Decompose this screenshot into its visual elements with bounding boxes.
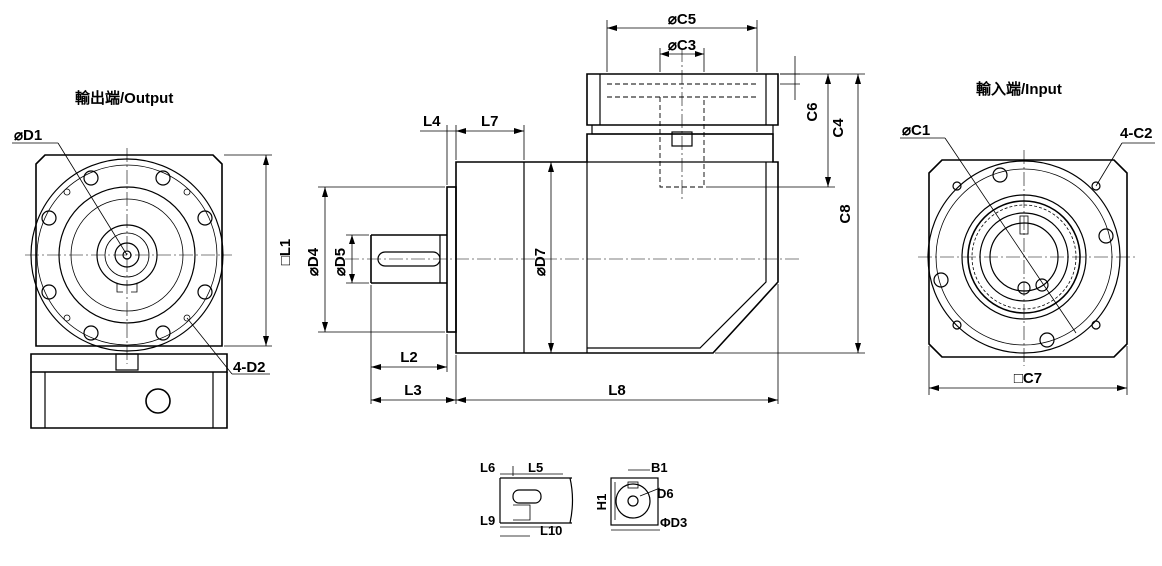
dim-l4: L4 [423, 113, 441, 130]
dim-l9: L9 [480, 513, 495, 528]
dim-l8: L8 [608, 382, 626, 399]
output-end-view: 輸出端/Output [12, 89, 294, 429]
output-flange-side [446, 186, 457, 333]
dim-c1: ⌀C1 [902, 122, 930, 139]
output-view-title: 輸出端/Output [75, 89, 173, 107]
input-view-title: 輸入端/Input [976, 80, 1062, 98]
dim-c4: C4 [830, 118, 847, 138]
input-adapter-top [586, 73, 779, 126]
dim-c6: C6 [804, 102, 821, 121]
dim-d2: 4-D2 [233, 359, 266, 376]
dim-c3: ⌀C3 [668, 37, 696, 54]
output-side-port [145, 388, 171, 414]
dim-d5: ⌀D5 [332, 248, 349, 276]
output-housing-block [30, 372, 228, 429]
dim-c8: C8 [837, 204, 854, 223]
dim-l5: L5 [528, 460, 543, 475]
dim-l2: L2 [400, 349, 418, 366]
dim-d3: ΦD3 [660, 515, 687, 530]
shaft-keyway [377, 251, 441, 267]
output-flange-outline [35, 154, 223, 347]
dim-b1: B1 [651, 460, 668, 475]
dim-c7: □C7 [1014, 370, 1042, 387]
output-lower-flange [30, 353, 228, 373]
dim-h1: H1 [594, 494, 609, 511]
shaft-detail: L6 L5 L9 L10 B1 H1 D6 ΦD3 [480, 460, 687, 538]
dim-c2: 4-C2 [1120, 125, 1153, 142]
dim-l3: L3 [404, 382, 422, 399]
output-bolt-holes [41, 170, 213, 341]
dim-d4: ⌀D4 [305, 247, 322, 276]
dim-d6: D6 [657, 486, 674, 501]
side-view: ⌀C5 ⌀C3 C6 C4 C8 L4 L7 [305, 11, 865, 404]
input-mounting-holes [933, 167, 1114, 348]
dim-l10: L10 [540, 523, 562, 538]
gearbox-body-outline [455, 133, 779, 354]
dim-d1: ⌀D1 [14, 127, 42, 144]
dim-l1: □L1 [277, 239, 294, 266]
input-end-view: 輸入端/Input ⌀C1 4-C2 [900, 80, 1155, 395]
dim-l6: L6 [480, 460, 495, 475]
dim-l7: L7 [481, 113, 499, 130]
dim-c5: ⌀C5 [668, 11, 696, 28]
input-flange-outline [928, 159, 1128, 358]
dim-d7: ⌀D7 [532, 248, 549, 276]
